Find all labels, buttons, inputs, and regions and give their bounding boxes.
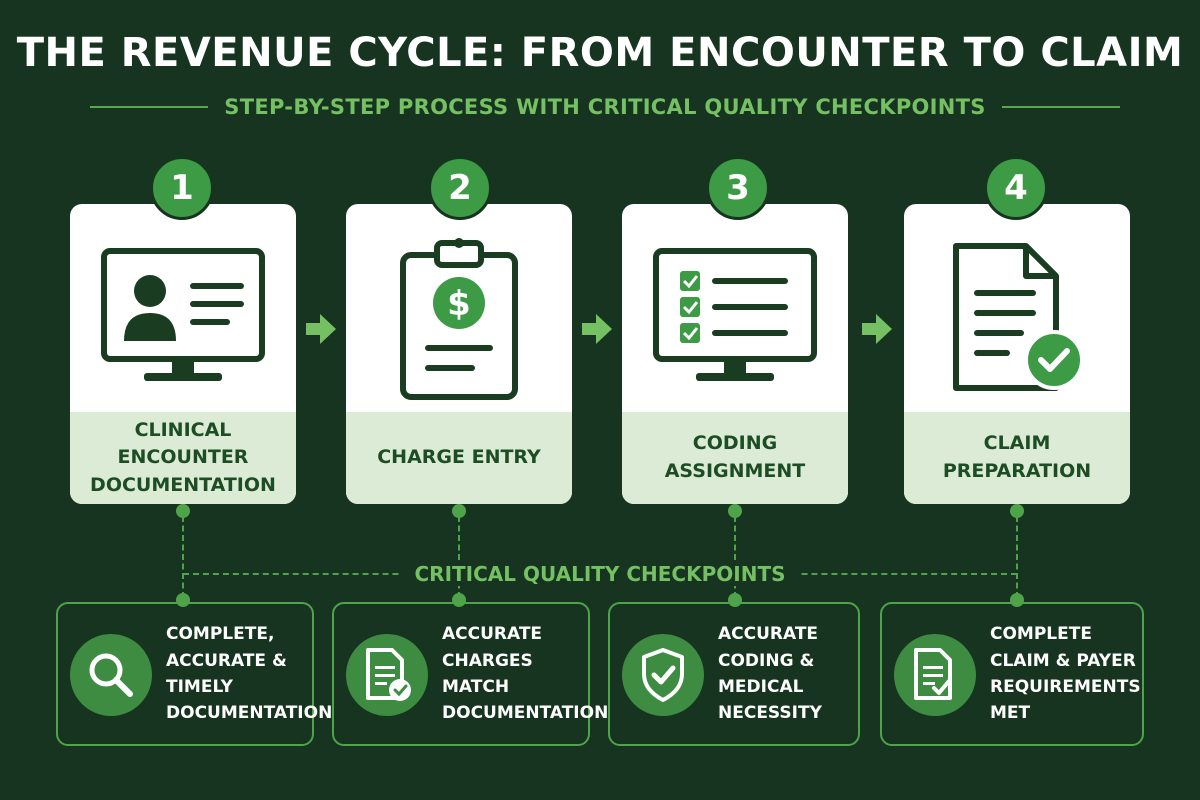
computer-user-profile-icon (70, 218, 296, 418)
checkpoint-3-text: ACCURATE CODING & MEDICAL NECESSITY (718, 604, 852, 744)
connector-dot (176, 504, 190, 518)
connector-line (458, 516, 460, 598)
arrow-right-icon (582, 314, 612, 344)
connector-dot (1010, 593, 1024, 607)
connector-dot (452, 593, 466, 607)
checkpoint-1-line: DOCUMENTATION (166, 703, 333, 724)
step-1-label-line1: CLINICAL ENCOUNTER (117, 418, 249, 469)
checkpoint-2-line: ACCURATE (442, 624, 543, 645)
connector-line (734, 516, 736, 598)
step-2-label-line1: CHARGE ENTRY (377, 446, 541, 469)
checkpoint-4-line: MET (990, 703, 1031, 724)
checkpoint-1-line: TIMELY (166, 677, 233, 697)
connector-dot (728, 504, 742, 518)
arrow-right-icon (306, 314, 336, 344)
step-3-badge: 3 (706, 156, 770, 220)
checkpoint-documentation: COMPLETE, ACCURATE & TIMELY DOCUMENTATIO… (56, 602, 333, 746)
page-subtitle: STEP-BY-STEP PROCESS WITH CRITICAL QUALI… (224, 95, 986, 119)
step-2-label: CHARGE ENTRY (346, 412, 572, 504)
checkpoints-heading: CRITICAL QUALITY CHECKPOINTS (0, 562, 1200, 586)
checkpoint-claim: COMPLETE CLAIM & PAYER REQUIREMENTS MET (880, 602, 1144, 746)
connector-line (182, 516, 184, 598)
step-3-label: CODING ASSIGNMENT (622, 412, 848, 504)
checkpoints-heading-text: CRITICAL QUALITY CHECKPOINTS (400, 562, 800, 586)
checkpoint-4-line: REQUIREMENTS (990, 677, 1141, 697)
step-4-label-line1: CLAIM (983, 432, 1051, 455)
svg-text:$: $ (447, 284, 471, 324)
checkpoint-2-line: DOCUMENTATION (442, 703, 609, 724)
checkpoint-1-line: ACCURATE & (166, 650, 287, 671)
page-title: THE REVENUE CYCLE: FROM ENCOUNTER TO CLA… (16, 30, 1184, 76)
checkpoint-3-line: ACCURATE (718, 624, 819, 645)
subtitle-divider-left (90, 106, 209, 108)
magnifier-icon (70, 634, 152, 716)
checkpoint-4-text: COMPLETE CLAIM & PAYER REQUIREMENTS MET (990, 604, 1141, 744)
checkpoint-3-line: CODING & (718, 650, 815, 671)
step-4-badge: 4 (984, 156, 1048, 220)
checkpoint-4-line: CLAIM & PAYER (990, 650, 1136, 671)
step-1-label-line2: DOCUMENTATION (90, 473, 276, 496)
connector-dot (1010, 504, 1024, 518)
connector-dot (176, 593, 190, 607)
shield-check-icon (622, 634, 704, 716)
checkpoint-3-line: MEDICAL (718, 677, 804, 697)
computer-checklist-icon (622, 218, 848, 418)
step-card-claim-preparation: CLAIM PREPARATION (904, 204, 1130, 504)
checkpoint-2-text: ACCURATE CHARGES MATCH DOCUMENTATION (442, 604, 609, 744)
checkpoint-coding: ACCURATE CODING & MEDICAL NECESSITY (608, 602, 860, 746)
checkpoint-2-line: CHARGES (442, 650, 533, 671)
connector-dot (728, 593, 742, 607)
step-card-clinical-encounter: CLINICAL ENCOUNTER DOCUMENTATION (70, 204, 296, 504)
checkpoint-1-text: COMPLETE, ACCURATE & TIMELY DOCUMENTATIO… (166, 604, 333, 744)
step-3-label-line2: ASSIGNMENT (664, 460, 806, 482)
checkpoint-charges: ACCURATE CHARGES MATCH DOCUMENTATION (332, 602, 609, 746)
checkpoint-1-line: COMPLETE, (166, 624, 275, 645)
checkpoint-3-line: NECESSITY (718, 703, 822, 724)
step-card-charge-entry: $ CHARGE ENTRY (346, 204, 572, 504)
subtitle-row: STEP-BY-STEP PROCESS WITH CRITICAL QUALI… (90, 92, 1120, 122)
document-check-icon (346, 634, 428, 716)
step-card-coding-assignment: CODING ASSIGNMENT (622, 204, 848, 504)
arrow-right-icon (862, 314, 892, 344)
subtitle-divider-right (1001, 106, 1120, 108)
checkpoint-4-line: COMPLETE (990, 624, 1092, 645)
step-1-label: CLINICAL ENCOUNTER DOCUMENTATION (70, 412, 296, 504)
document-check-icon (894, 634, 976, 716)
connector-dot (452, 504, 466, 518)
step-2-badge: 2 (428, 156, 492, 220)
connector-line (1016, 516, 1018, 598)
step-4-label: CLAIM PREPARATION (904, 412, 1130, 504)
clipboard-dollar-icon: $ (346, 218, 572, 418)
checkpoint-2-line: MATCH (442, 677, 510, 697)
step-3-label-line1: CODING (692, 432, 778, 455)
step-1-badge: 1 (150, 156, 214, 220)
step-4-label-line2: PREPARATION (942, 460, 1092, 482)
document-check-icon (904, 218, 1130, 418)
